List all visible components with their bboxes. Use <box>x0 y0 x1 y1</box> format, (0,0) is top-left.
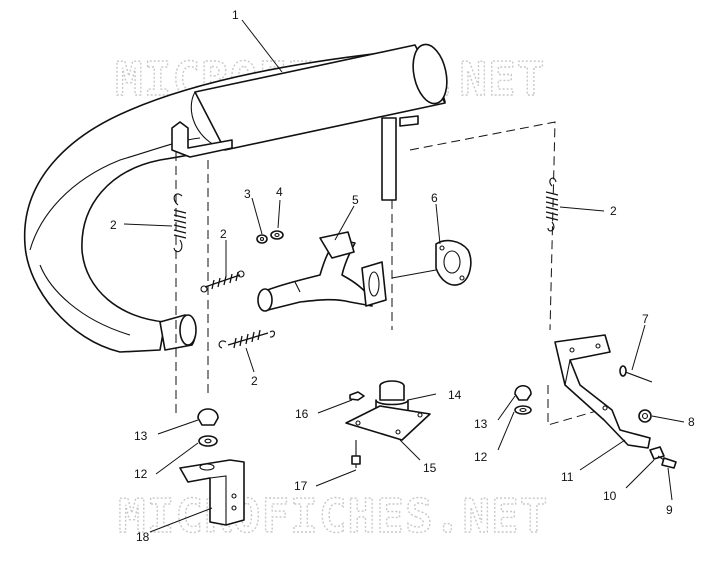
callout-13-left: 13 <box>134 429 148 443</box>
callout-2-middle: 2 <box>220 227 227 241</box>
gasket-6 <box>435 239 472 286</box>
nut-16 <box>349 391 365 401</box>
bracket-11 <box>554 334 651 449</box>
spring-2-lower <box>218 329 276 349</box>
leader-lines <box>123 19 685 533</box>
stud-7 <box>619 365 653 383</box>
muffler <box>23 43 448 353</box>
spring-2-middle <box>200 270 245 293</box>
y-manifold <box>257 231 387 312</box>
callout-13-right: 13 <box>474 417 488 431</box>
plate-15 <box>345 405 431 441</box>
callout-4: 4 <box>276 185 283 199</box>
grommet-8 <box>638 409 652 423</box>
washer-12-left <box>198 435 218 447</box>
callout-2-left: 2 <box>110 218 117 232</box>
washer-12-right <box>514 405 532 415</box>
callout-14: 14 <box>448 388 462 402</box>
bracket-18 <box>179 459 245 526</box>
callout-18: 18 <box>136 530 150 544</box>
callout-10: 10 <box>603 489 617 503</box>
spacer-10 <box>649 446 665 460</box>
bolt-17 <box>351 440 361 468</box>
spring-2-right <box>545 177 559 232</box>
screw-9 <box>657 455 677 469</box>
watermark-bottom: MICROFICHES.NET <box>118 489 548 543</box>
callout-5: 5 <box>352 193 359 207</box>
callout-16: 16 <box>295 407 309 421</box>
callout-17: 17 <box>294 479 308 493</box>
bumper-13-right <box>514 384 532 401</box>
callout-1: 1 <box>232 8 239 22</box>
spring-2-left <box>173 193 187 253</box>
callout-labels: 1 2 2 2 2 3 4 5 6 7 8 9 10 11 12 13 12 1… <box>110 8 695 544</box>
callout-12-left: 12 <box>134 467 148 481</box>
callout-2-lower: 2 <box>251 374 258 388</box>
callout-11: 11 <box>561 470 574 484</box>
washer-4 <box>270 230 284 240</box>
callout-7: 7 <box>642 312 649 326</box>
callout-8: 8 <box>688 415 695 429</box>
callout-15: 15 <box>423 461 437 475</box>
nut-3 <box>256 234 268 244</box>
callout-9: 9 <box>666 503 673 517</box>
alignment-lines <box>175 121 601 426</box>
bumper-13-left <box>197 408 219 426</box>
callout-2-right: 2 <box>610 204 617 218</box>
callout-12-right: 12 <box>474 450 488 464</box>
callout-3: 3 <box>244 187 251 201</box>
callout-6: 6 <box>431 191 438 205</box>
